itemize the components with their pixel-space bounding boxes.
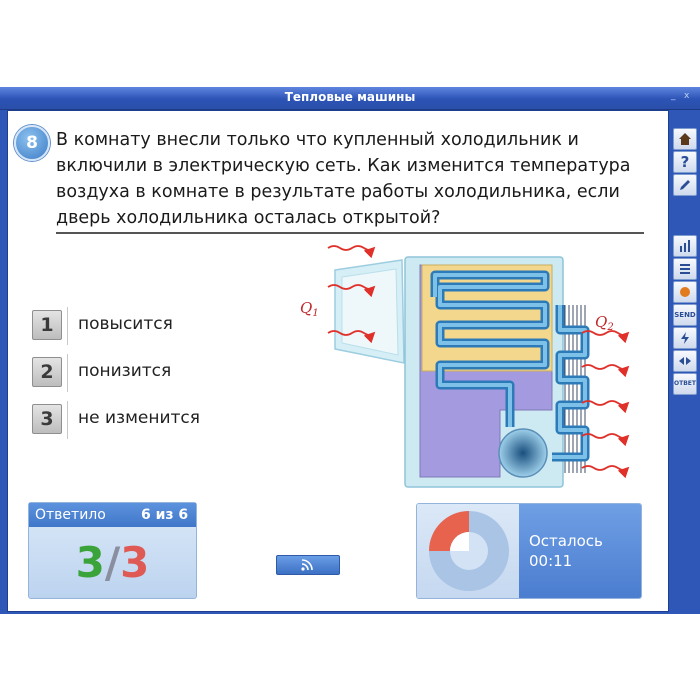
answer-option-3[interactable]: 3 не изменится	[32, 401, 252, 439]
answer-option-1[interactable]: 1 повысится	[32, 307, 252, 345]
home-icon	[679, 133, 691, 145]
toolbar-lightning-button[interactable]	[673, 327, 697, 349]
timer-value: 00:11	[529, 552, 573, 570]
record-icon	[680, 287, 690, 297]
answer-text: понизится	[78, 361, 172, 381]
list-icon	[680, 264, 690, 274]
heat-arrows-q1	[327, 245, 376, 344]
answer-separator	[67, 307, 68, 345]
answered-count: 6 из 6	[141, 507, 189, 523]
title-bar: Тепловые машины _ x	[0, 87, 700, 110]
answer-number: 3	[32, 404, 62, 434]
lightning-icon	[681, 332, 689, 344]
close-button[interactable]: x	[684, 91, 690, 101]
toolbar-help-button[interactable]: ?	[673, 151, 697, 173]
timer-pie-icon	[429, 511, 509, 591]
broadcast-button[interactable]	[276, 555, 340, 575]
question-divider	[56, 232, 644, 234]
answer-text: повысится	[78, 314, 173, 334]
q2-label: Q2	[595, 313, 614, 333]
score-value: 3/3	[29, 537, 196, 589]
score-panel: Ответило 6 из 6 3/3	[28, 502, 197, 599]
heat-arrows-q2	[581, 330, 630, 479]
bar-chart-icon	[680, 240, 690, 252]
timer-label: Осталось	[529, 532, 603, 550]
toolbar-pen-button[interactable]	[673, 174, 697, 196]
refrigerator-diagram: Q1 Q2	[300, 245, 630, 488]
toolbar-nav-button[interactable]	[673, 350, 697, 372]
evaporator-panel	[421, 264, 553, 372]
toolbar-send-button[interactable]: SEND	[673, 304, 697, 326]
q1-label: Q1	[300, 299, 319, 319]
answer-number: 1	[32, 310, 62, 340]
score-slash: /	[104, 538, 121, 587]
wireless-icon	[301, 559, 313, 571]
answer-text: не изменится	[78, 408, 200, 428]
window-title: Тепловые машины	[284, 90, 416, 104]
minimize-button[interactable]: _	[671, 91, 676, 101]
timer-chart-area	[417, 504, 519, 598]
help-icon: ?	[680, 153, 690, 171]
answered-label: Ответило	[35, 507, 106, 523]
question-number-badge: 8	[14, 125, 50, 161]
answer-number: 2	[32, 357, 62, 387]
question-text: В комнату внесли только что купленный хо…	[56, 130, 631, 228]
arrows-icon	[679, 357, 691, 365]
compressor	[498, 428, 548, 478]
answer-separator	[67, 401, 68, 439]
score-header: Ответило 6 из 6	[29, 503, 196, 527]
score-correct: 3	[75, 538, 105, 587]
timer-info: Осталось 00:11	[519, 504, 641, 598]
timer-panel: Осталось 00:11	[416, 503, 642, 599]
toolbar-stats-button[interactable]	[673, 235, 697, 257]
toolbar-list-button[interactable]	[673, 258, 697, 280]
toolbar-home-button[interactable]	[673, 128, 697, 150]
pen-icon	[680, 180, 690, 190]
answer-separator	[67, 354, 68, 392]
toolbar-answer-button[interactable]: ОТВЕТ	[673, 373, 697, 395]
score-total: 3	[120, 538, 150, 587]
toolbar-record-button[interactable]	[673, 281, 697, 303]
answer-option-2[interactable]: 2 понизится	[32, 354, 252, 392]
